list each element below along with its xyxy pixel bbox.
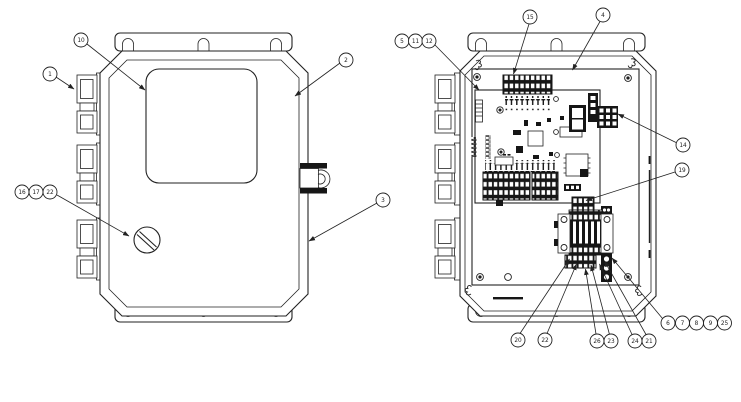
svg-text:8: 8 (695, 321, 699, 327)
svg-text:19: 19 (678, 168, 686, 174)
pcb-components (494, 93, 598, 191)
transformer-core (568, 220, 603, 245)
enclosure-box-inner-outline (464, 55, 652, 312)
svg-text:22: 22 (46, 190, 54, 196)
leader-line (308, 202, 378, 242)
transformer-terminal-row-top (568, 209, 603, 222)
callout-balloon-5: 5 (394, 33, 410, 49)
hinge-stack (76, 72, 103, 281)
callout-balloon-24: 24 (627, 333, 643, 349)
dip-array (471, 137, 477, 157)
svg-text:11: 11 (412, 39, 420, 45)
leader-lines (55, 21, 677, 335)
callout-balloon-1: 1 (42, 66, 58, 82)
svg-text:24: 24 (631, 339, 639, 345)
panel-screws (473, 73, 632, 281)
svg-text:26: 26 (593, 339, 601, 345)
padlock-hasp (299, 163, 331, 194)
mounting-flange-top (114, 32, 293, 52)
io-connector (597, 106, 618, 128)
door-window (145, 68, 258, 184)
door-face-outline (108, 59, 300, 308)
callout-balloon-26: 26 (589, 333, 605, 349)
svg-text:1: 1 (48, 72, 52, 78)
svg-text:6: 6 (666, 321, 670, 327)
leader-line (599, 263, 633, 335)
leader-line (86, 43, 146, 91)
leader-line (590, 264, 610, 335)
callout-balloon-2: 2 (338, 52, 354, 68)
mounting-flange-top-right (467, 32, 646, 52)
header-connector (475, 99, 483, 123)
svg-text:22: 22 (541, 338, 549, 344)
callout-balloon-17: 17 (28, 184, 44, 200)
svg-text:20: 20 (514, 338, 522, 344)
callout-balloon-20: 20 (510, 332, 526, 348)
callout-balloon-23: 23 (603, 333, 619, 349)
terminal-block-top (502, 74, 553, 111)
svg-text:9: 9 (709, 321, 713, 327)
callout-balloon-10: 10 (73, 32, 89, 48)
svg-text:3: 3 (381, 198, 385, 204)
transformer-bracket-left (554, 213, 571, 254)
leader-line (56, 194, 130, 237)
leader-line (294, 62, 341, 97)
svg-text:16: 16 (18, 190, 26, 196)
leader-line (519, 258, 570, 334)
callout-balloon-21: 21 (641, 333, 657, 349)
leader-line (604, 260, 647, 335)
callout-balloon-8: 8 (689, 315, 704, 331)
svg-text:12: 12 (425, 39, 433, 45)
leader-line (572, 21, 601, 71)
svg-text:2: 2 (344, 58, 348, 64)
pcb-standoffs (496, 96, 560, 158)
door-latch-knob (133, 226, 161, 254)
terminal-block-bottom (482, 160, 559, 206)
callout-balloon-12: 12 (421, 33, 437, 49)
leader-line (512, 23, 530, 75)
callout-balloon-6: 6 (660, 315, 676, 331)
pcb (471, 74, 618, 206)
dip-array (485, 135, 491, 159)
callout-balloon-25: 25 (717, 315, 732, 331)
leader-line (434, 44, 480, 91)
callout-balloon-14: 14 (675, 137, 691, 153)
svg-text:21: 21 (645, 339, 653, 345)
callout-balloon-9: 9 (703, 315, 718, 331)
transformer-bracket-right (600, 213, 614, 254)
svg-text:5: 5 (400, 39, 404, 45)
callout-balloon-19: 19 (674, 162, 690, 178)
svg-text:14: 14 (679, 143, 687, 149)
callout-balloon-16: 16 (14, 184, 30, 200)
svg-text:15: 15 (526, 15, 534, 21)
leader-line (611, 257, 663, 319)
callout-balloon-11: 11 (408, 33, 423, 49)
hinge-stack-right (434, 72, 461, 281)
callout-balloon-22: 22 (42, 184, 58, 200)
svg-text:17: 17 (32, 190, 40, 196)
svg-text:23: 23 (607, 339, 615, 345)
callout-balloon-4: 4 (595, 7, 611, 23)
callout-balloon-15: 15 (522, 9, 538, 25)
enclosure-front-view (76, 32, 331, 323)
leader-line (546, 263, 577, 334)
callout-balloon-7: 7 (675, 315, 690, 331)
svg-text:7: 7 (681, 321, 685, 327)
side-rail-line (648, 156, 651, 258)
transformer-terminal-row-bottom (568, 243, 603, 256)
leader-line (585, 171, 676, 201)
svg-text:4: 4 (601, 13, 605, 19)
callout-balloons: 1 10 2 3 16 17 22 5 11 12 15 4 14 19 20 (14, 7, 732, 349)
leader-line (617, 113, 677, 143)
callout-balloon-3: 3 (375, 192, 391, 208)
svg-text:10: 10 (77, 38, 85, 44)
callout-balloon-22b: 22 (537, 332, 553, 348)
leader-line (55, 76, 75, 90)
svg-text:25: 25 (721, 321, 729, 327)
floor-strip (493, 297, 523, 300)
enclosure-interior-view (434, 32, 657, 323)
leader-line (584, 268, 597, 335)
